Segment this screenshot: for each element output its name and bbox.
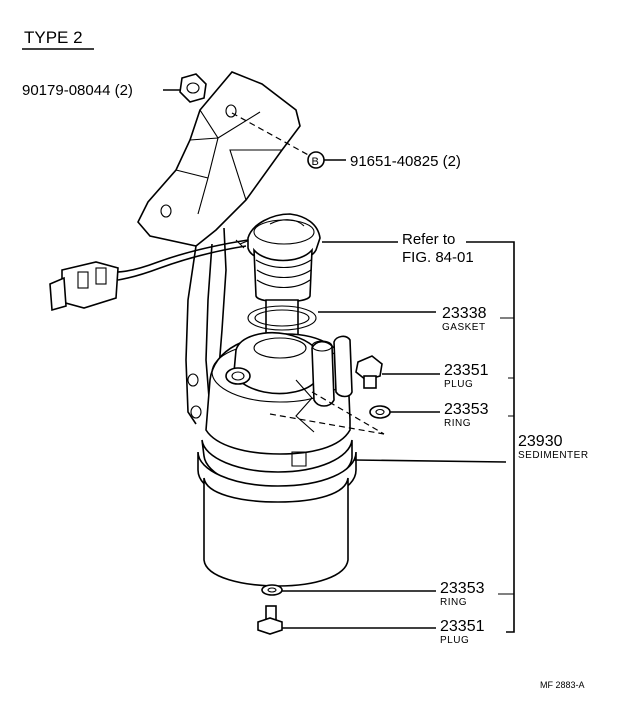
gasket-icon	[247, 305, 317, 331]
lower-ring-part-name: RING	[440, 597, 467, 608]
bolt-dashed-leader	[231, 112, 313, 158]
assembly-bracket	[466, 241, 515, 633]
gasket-part-name: GASKET	[442, 322, 486, 333]
lower-plug-part-name: PLUG	[440, 635, 469, 646]
diagram-title: TYPE 2	[22, 28, 94, 50]
upper-ring-part-number: 23353	[444, 401, 489, 418]
sedimenter-leader	[353, 459, 507, 463]
upper-plug-icon	[355, 355, 383, 389]
sedimenter-part-number: 23930	[518, 433, 563, 450]
figure-code: MF 2883-A	[540, 680, 585, 690]
gasket-part-number: 23338	[442, 305, 487, 322]
bolt-part-label: 91651-40825 (2)	[350, 153, 461, 170]
bolt-circle-icon: B	[307, 151, 325, 169]
upper-ring-icon	[369, 405, 391, 419]
lower-ring-icon	[261, 584, 283, 596]
refer-line2: FIG. 84-01	[402, 249, 474, 266]
bracket-outline	[137, 71, 301, 425]
sedimenter-part-name: SEDIMENTER	[518, 450, 589, 461]
refer-line1: Refer to	[402, 231, 455, 248]
upper-ring-part-name: RING	[444, 418, 471, 429]
sedimenter-head	[205, 332, 385, 455]
lower-ring-part-number: 23353	[440, 580, 485, 597]
sedimenter-bowl	[197, 439, 357, 587]
nut-icon	[179, 73, 207, 103]
connector-plug-icon	[49, 261, 119, 312]
title-text: TYPE 2	[24, 28, 83, 47]
upper-plug-part-name: PLUG	[444, 379, 473, 390]
upper-plug-part-number: 23351	[444, 362, 489, 379]
nut-part-label: 90179-08044 (2)	[22, 82, 133, 99]
bolt-symbol-letter: B	[312, 156, 319, 168]
wire-harness	[115, 235, 261, 281]
lower-plug-part-number: 23351	[440, 618, 485, 635]
lower-plug-icon	[257, 605, 283, 635]
